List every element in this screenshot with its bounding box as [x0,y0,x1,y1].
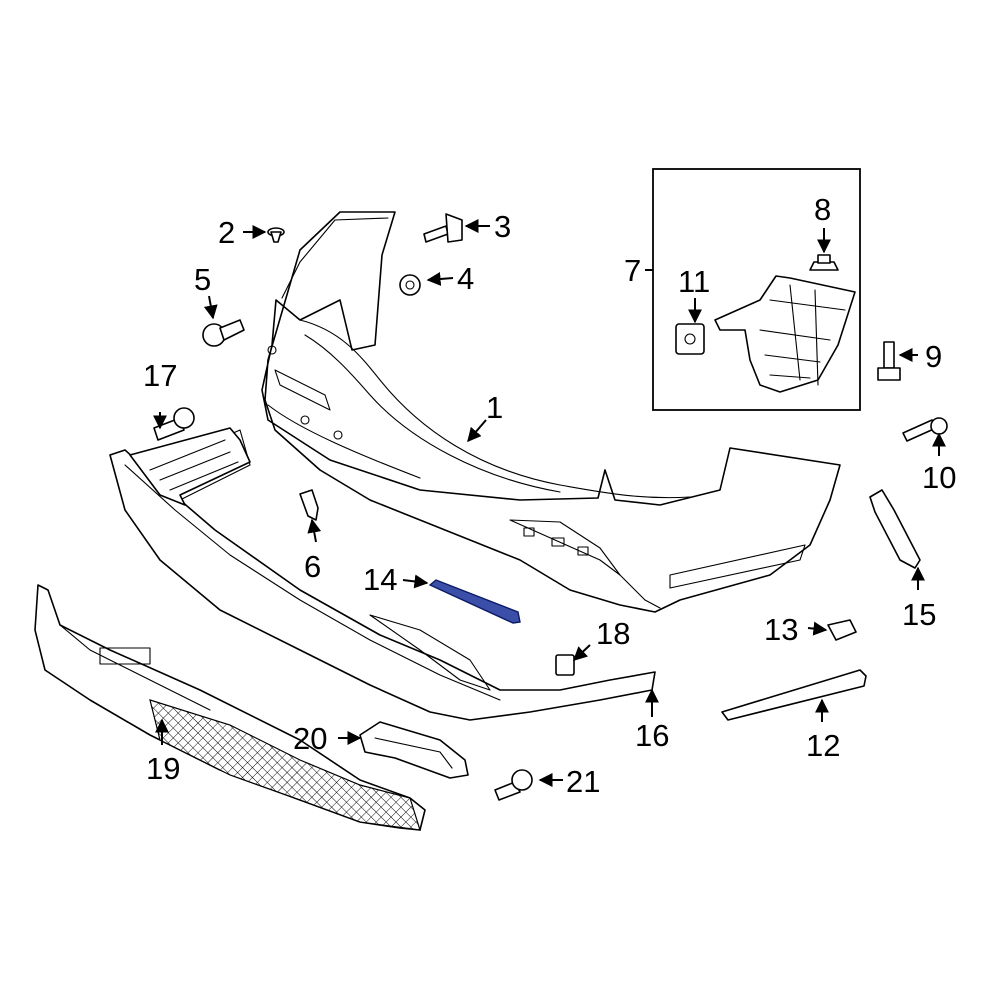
bolt-fastener-9 [877,341,901,381]
callout-20: 20 [293,721,327,756]
bumper-cover [261,211,841,613]
lower-trim-strip [721,669,867,721]
bracket-inset-box [652,168,861,411]
exhaust-tip [359,721,469,779]
callout-9: 9 [925,339,942,374]
callout-12: 12 [806,728,840,763]
callout-2: 2 [218,215,235,250]
side-bracket-right [869,489,921,569]
callout-6: 6 [304,549,321,584]
callout-19: 19 [146,751,180,786]
callout-5: 5 [194,262,211,297]
clip-fastener-2 [267,227,285,243]
leader-arrows [153,219,946,787]
small-cap [827,619,857,641]
callout-18: 18 [596,616,630,651]
callout-16: 16 [635,718,669,753]
callout-1: 1 [486,390,503,425]
retainer-clip-11 [675,323,705,355]
callout-labels: 1 2 3 4 5 6 7 8 9 10 11 12 13 14 15 16 1… [143,192,956,799]
clip-nut [555,654,575,676]
bolt-fastener-5 [202,319,245,347]
bolt-fastener-21 [494,769,533,801]
left-mounting-bracket [129,427,251,506]
clip-fastener-8 [809,254,839,271]
callout-10: 10 [922,460,956,495]
callout-8: 8 [814,192,831,227]
lower-mesh-panel [34,584,426,831]
tow-hook-cover [299,489,319,521]
callout-13: 13 [764,612,798,647]
bolt-fastener-17 [153,407,195,441]
callout-7: 7 [624,253,641,288]
nut-fastener-4 [399,274,421,296]
bumper-bracket-7 [714,275,856,393]
lower-valance [109,429,656,721]
callout-21: 21 [566,764,600,799]
callout-14: 14 [363,562,397,597]
callout-4: 4 [457,261,474,296]
bolt-fastener-10 [902,417,948,442]
callout-11: 11 [678,264,710,299]
callout-17: 17 [143,358,177,393]
callout-3: 3 [494,209,511,244]
screw-fastener-3 [423,213,463,243]
reflector-strip-highlighted [428,579,521,624]
callout-15: 15 [902,597,936,632]
